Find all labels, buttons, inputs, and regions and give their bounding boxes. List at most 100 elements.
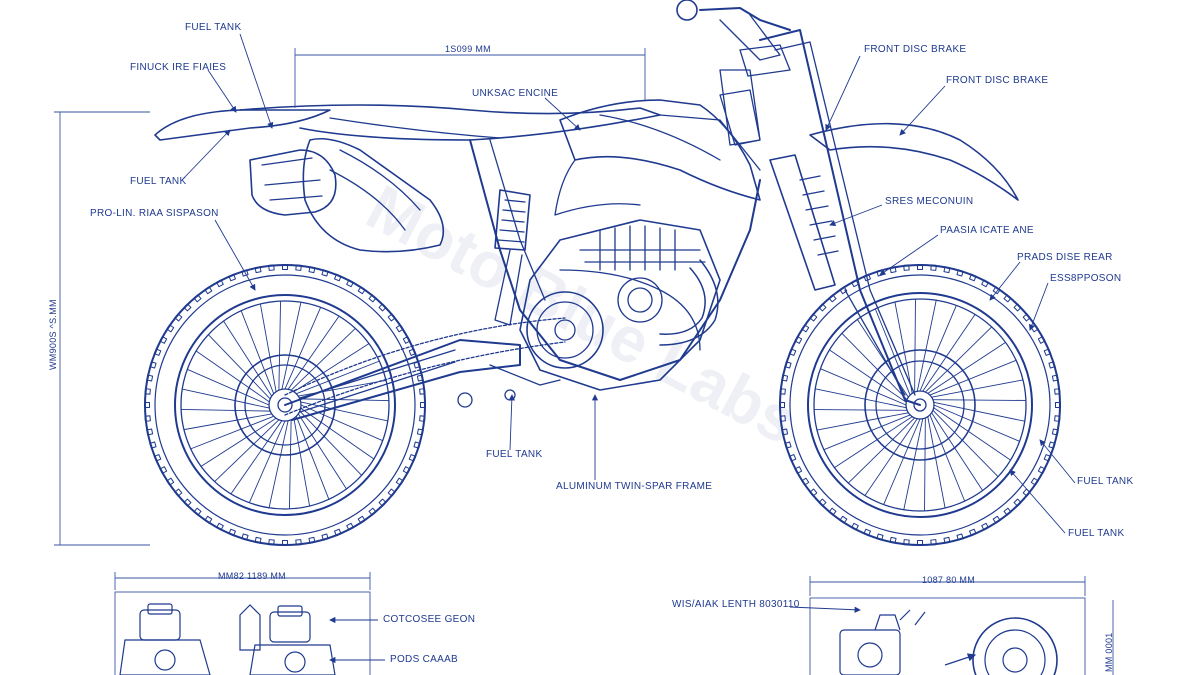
tire-tread-block <box>1013 498 1022 507</box>
tire-tread-block <box>943 266 951 274</box>
engine-detail-box-right <box>809 597 1086 675</box>
rear-brake-disc <box>234 354 336 456</box>
tire-tread-block <box>917 540 923 546</box>
tire-tread-block <box>839 515 848 524</box>
tire-tread-block <box>889 266 897 274</box>
label-fuel-tank-left: FUEL TANK <box>130 176 187 187</box>
tire-tread-block <box>144 415 151 422</box>
label-sub-dimension-left: MM82 1189 MM <box>218 571 286 581</box>
tire-tread-block <box>174 313 183 322</box>
wheel-spoke <box>856 319 909 398</box>
tire-tread-block <box>1037 466 1046 474</box>
tire-tread-block <box>801 324 810 333</box>
tire-tread-block <box>969 273 977 282</box>
wheel-spoke <box>841 332 908 401</box>
label-fuel-tank-right-2: FUEL TANK <box>1068 528 1125 539</box>
tire-tread-block <box>228 273 236 282</box>
tire-tread-block <box>408 348 417 356</box>
wheel-spoke <box>847 417 916 484</box>
tire-tread-block <box>1054 415 1061 422</box>
tire-tread-block <box>788 348 797 356</box>
tire-tread-block <box>241 533 249 541</box>
tire-tread-block <box>254 266 262 274</box>
tire-tread-block <box>419 388 426 395</box>
tire-tread-block <box>321 269 329 277</box>
wheel-spoke <box>922 313 976 392</box>
label-fuel-tank-bottom: FUEL TANK <box>486 449 543 460</box>
tire-tread-block <box>413 441 421 449</box>
wheel-spoke <box>180 408 271 412</box>
label-weisaak-length: WIS/AIAK LENTH 8030110 <box>672 599 800 610</box>
tire-tread-block <box>1055 402 1061 408</box>
wheel-spoke <box>916 299 937 392</box>
wheel-spoke <box>933 404 1021 442</box>
wheel-spoke <box>293 417 311 507</box>
tire-tread-block <box>420 402 426 408</box>
front-forks <box>759 29 921 406</box>
tire-tread-block <box>419 415 426 422</box>
tire-tread-block <box>903 539 910 546</box>
tire-tread-block <box>149 361 157 369</box>
wheel-spoke <box>933 401 1026 422</box>
tire-tread-block <box>818 498 827 507</box>
engine-detail-sketches <box>119 603 1058 675</box>
tire-tread-block <box>268 264 275 271</box>
tire-tread-block <box>851 522 859 531</box>
tire-tread-block <box>1037 336 1046 344</box>
wheel-spoke <box>186 368 270 406</box>
wheel-spoke <box>819 368 907 406</box>
tire-tread-block <box>992 515 1001 524</box>
tire-tread-block <box>282 264 288 270</box>
tire-tread-block <box>387 313 396 322</box>
frame <box>469 139 761 381</box>
wheel-spoke <box>300 407 375 460</box>
tire-tread-block <box>174 488 183 497</box>
tire-tread-block <box>378 498 387 507</box>
wheel-spoke <box>200 417 277 467</box>
exhaust-muffler <box>249 149 337 216</box>
label-pads-brake-arm: PAASIA ICATE ANE <box>940 225 1034 236</box>
wheel-spoke <box>181 388 270 409</box>
label-pods: PODS CAAAB <box>390 654 459 665</box>
wheel-spoke <box>248 420 286 504</box>
tire-tread-block <box>149 441 157 449</box>
tire-tread-block <box>193 294 202 303</box>
exhaust-header <box>659 259 719 346</box>
tire-tread-block <box>1048 361 1056 369</box>
tire-tread-block <box>794 466 803 474</box>
wheel-spoke <box>278 300 282 391</box>
tire-tread-block <box>268 539 275 546</box>
wheel-spoke <box>931 412 984 491</box>
label-cutaway: COTCOSEE GEON <box>383 614 476 625</box>
tire-tread-block <box>969 528 977 537</box>
tire-tread-block <box>1003 507 1012 516</box>
engine-detail-box-left <box>114 591 371 675</box>
label-height-dimension: WM900S ^S.MM <box>48 299 58 370</box>
tire-tread-block <box>395 477 404 486</box>
tire-tread-block <box>851 279 859 288</box>
tire-tread-block <box>159 336 168 344</box>
wheel-spoke <box>287 315 340 390</box>
tire-tread-block <box>784 441 792 449</box>
tire-tread-block <box>183 303 192 312</box>
wheel-spoke <box>823 414 911 451</box>
rear-wheel <box>144 264 426 546</box>
side-panel <box>302 137 445 253</box>
tire-tread-block <box>193 507 202 516</box>
wheel-spoke <box>300 404 384 442</box>
tire-tread-block <box>295 264 302 271</box>
tire-tread-block <box>368 294 377 303</box>
tire-tread-block <box>402 466 411 474</box>
wheel-spoke <box>864 418 918 497</box>
wheel-spoke <box>924 326 993 393</box>
tire-tread-block <box>357 286 366 295</box>
fuel-tank-shroud <box>559 99 761 201</box>
label-sges-mechanism: SRES MECONUIN <box>885 196 974 207</box>
seat <box>239 104 661 141</box>
tire-tread-block <box>1003 294 1012 303</box>
tire-tread-block <box>321 533 329 541</box>
tire-tread-block <box>395 324 404 333</box>
tire-tread-block <box>981 279 989 288</box>
tire-tread-block <box>981 522 989 531</box>
